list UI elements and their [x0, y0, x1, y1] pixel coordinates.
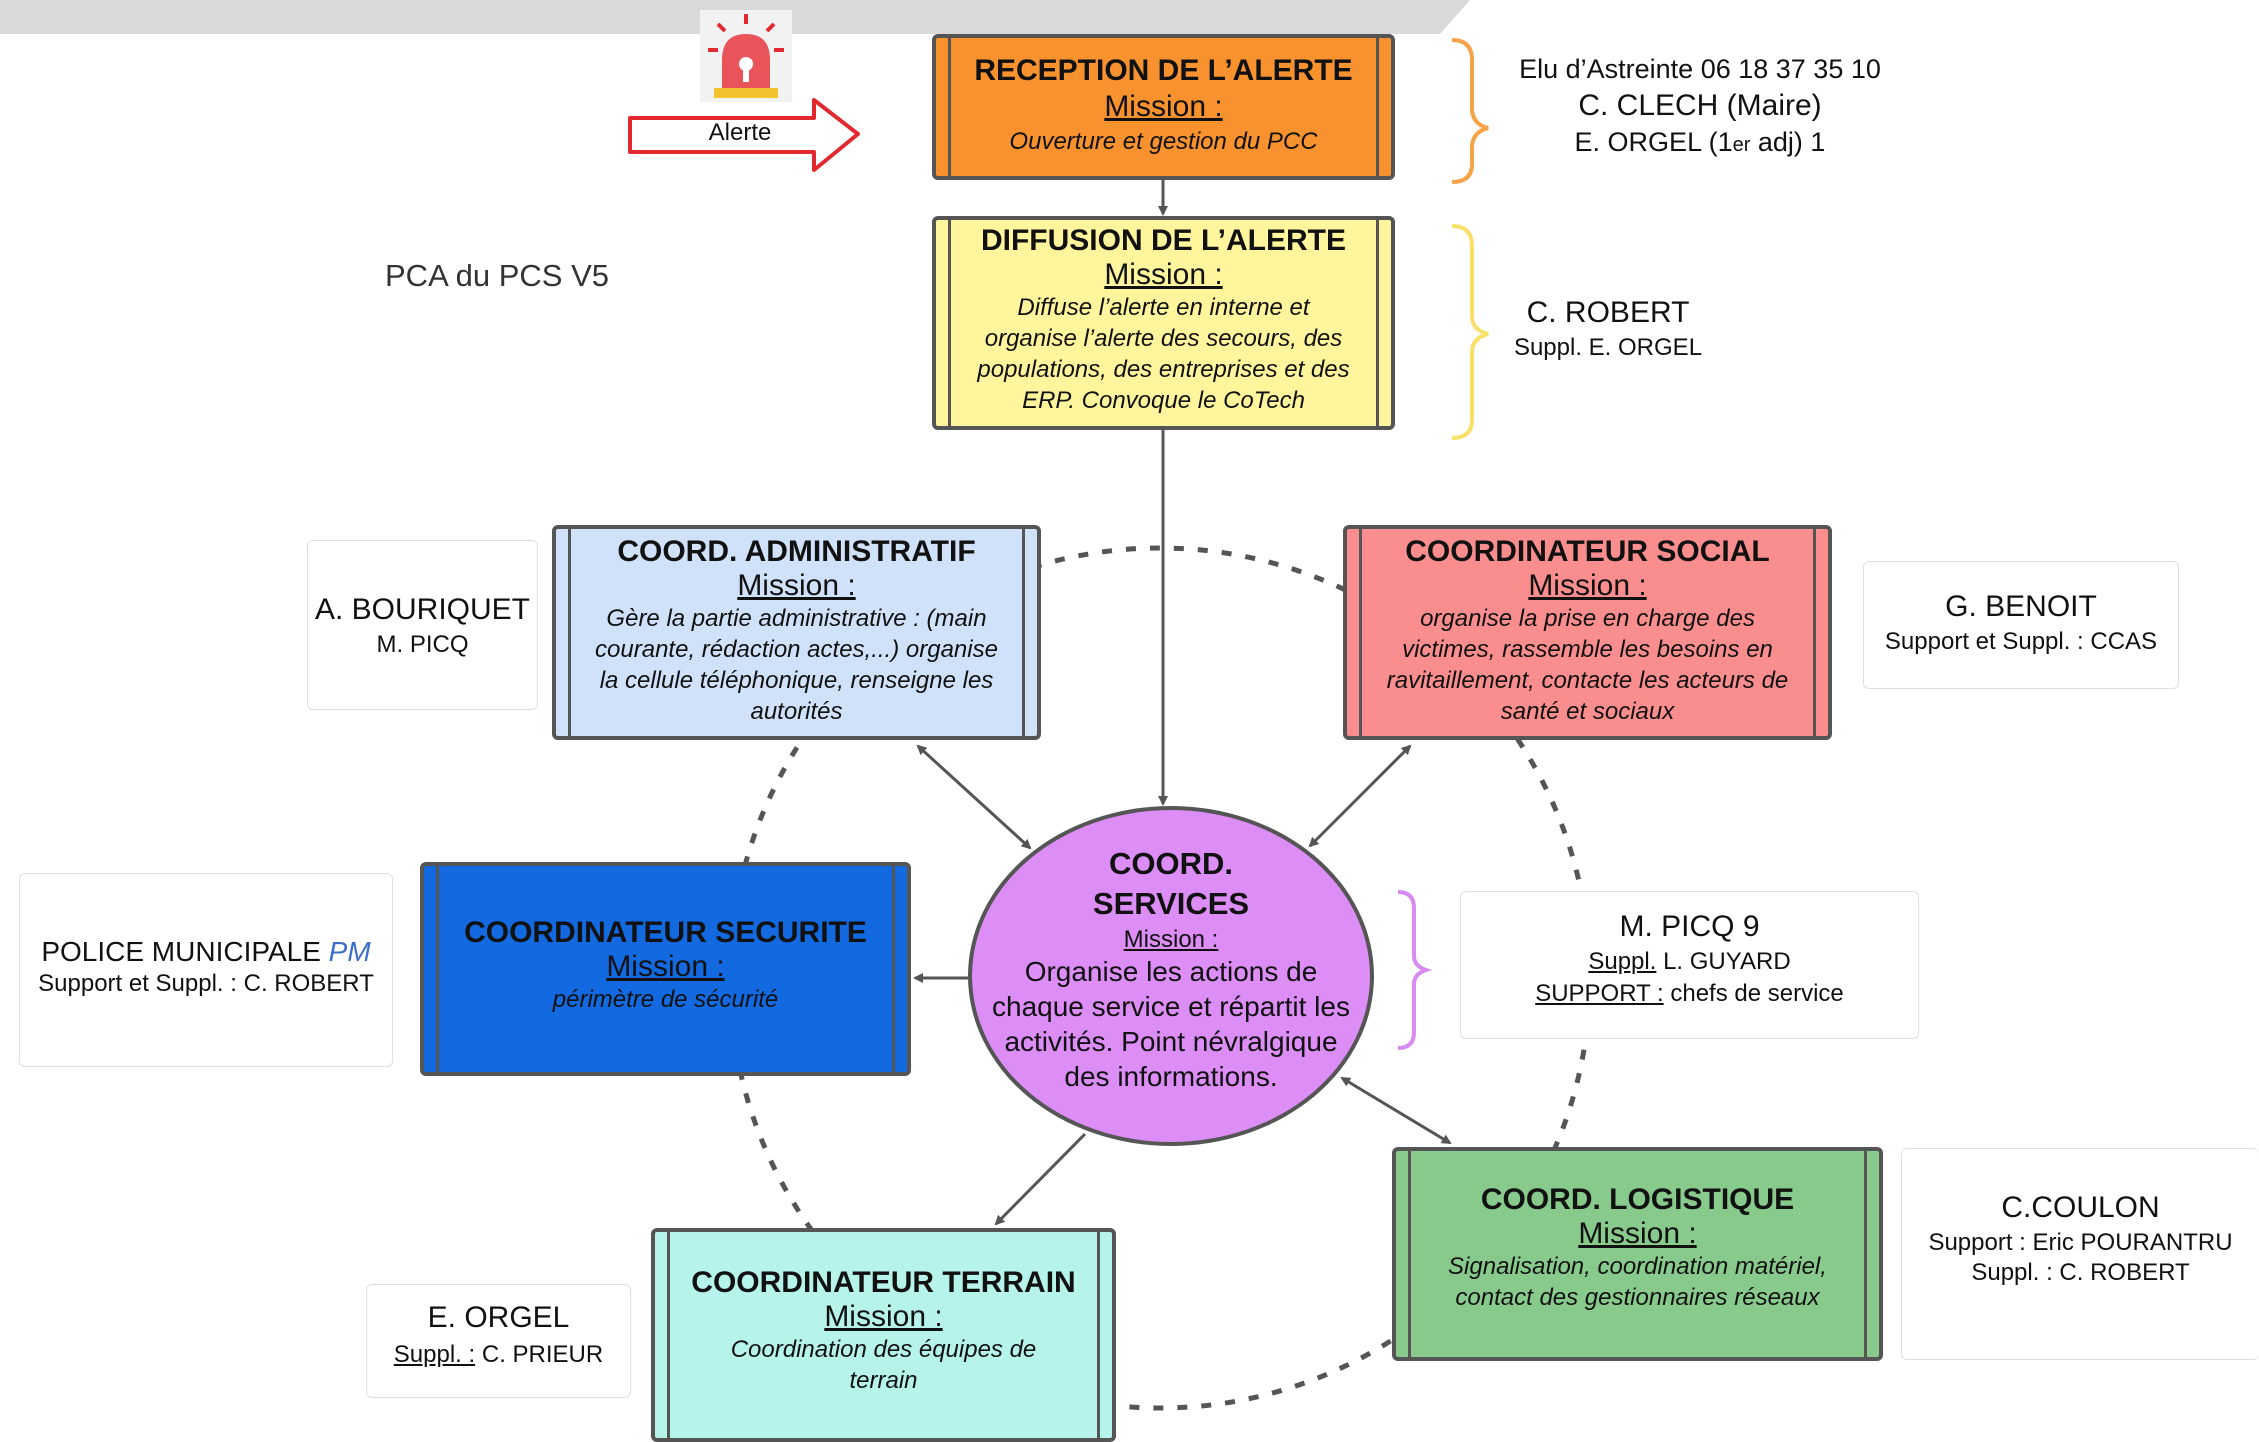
logistique-people-card: C.COULON Support : Eric POURANTRU Suppl.… — [1901, 1148, 2259, 1360]
terrain-mission: Mission : — [824, 1300, 943, 1333]
terrain-people-card: E. ORGEL Suppl. : C. PRIEUR — [366, 1284, 631, 1398]
reception-adj-line: E. ORGEL (1er adj) 1 — [1490, 127, 1910, 158]
terrain-suppl-label: Suppl. : — [393, 1341, 476, 1368]
admin-title: COORD. ADMINISTRATIF — [617, 535, 976, 568]
social-person-sub: Support et Suppl. : CCAS — [1884, 628, 2158, 655]
logistique-desc: Signalisation, coordination matériel, co… — [1448, 1253, 1827, 1311]
reception-people: Elu d’Astreinte 06 18 37 35 10 C. CLECH … — [1490, 54, 1910, 158]
logistique-person-sub1: Support : Eric POURANTRU — [1928, 1229, 2233, 1256]
services-ellipse: COORD. SERVICES Mission : Organise les a… — [968, 806, 1374, 1146]
admin-people-card: A. BOURIQUET M. PICQ — [307, 540, 538, 710]
arrow-social-services — [1308, 744, 1412, 848]
arrow-services-logistique — [1340, 1076, 1452, 1145]
reception-title: RECEPTION DE L’ALERTE — [974, 54, 1353, 87]
terrain-box: COORDINATEUR TERRAIN Mission : Coordinat… — [651, 1228, 1116, 1442]
social-box: COORDINATEUR SOCIAL Mission : organise l… — [1343, 525, 1832, 740]
admin-box: COORD. ADMINISTRATIF Mission : Gère la p… — [552, 525, 1041, 740]
services-support-label: SUPPORT : — [1535, 980, 1664, 1007]
terrain-person-name: E. ORGEL — [427, 1301, 570, 1334]
diffusion-title: DIFFUSION DE L’ALERTE — [980, 224, 1346, 257]
siren-icon — [700, 10, 792, 102]
reception-box: RECEPTION DE L’ALERTE Mission : Ouvertur… — [932, 34, 1395, 180]
diffusion-person-name: C. ROBERT — [1526, 296, 1690, 329]
diffusion-desc: Diffuse l’alerte en interne et organise … — [977, 294, 1350, 414]
terrain-desc: Coordination des équipes de terrain — [730, 1336, 1037, 1394]
securite-mission: Mission : — [606, 950, 725, 983]
securite-people-card: POLICE MUNICIPALE PM Support et Suppl. :… — [19, 873, 393, 1067]
social-mission: Mission : — [1528, 569, 1647, 602]
logistique-title: COORD. LOGISTIQUE — [1480, 1183, 1795, 1216]
alert-arrow-shape — [628, 98, 860, 172]
services-suppl-label: Suppl. — [1588, 948, 1657, 975]
alert-label: Alerte — [708, 119, 772, 146]
services-suppl-line: Suppl. L. GUYARD — [1461, 948, 1918, 976]
arrow-admin-services — [916, 744, 1032, 850]
reception-mission: Mission : — [1104, 90, 1223, 123]
terrain-title: COORDINATEUR TERRAIN — [691, 1266, 1076, 1299]
securite-desc: périmètre de sécurité — [552, 986, 779, 1013]
social-people-card: G. BENOIT Support et Suppl. : CCAS — [1863, 561, 2179, 689]
admin-mission: Mission : — [737, 569, 856, 602]
admin-person-sub: M. PICQ — [376, 631, 469, 658]
reception-maire-line: C. CLECH (Maire) — [1578, 89, 1822, 122]
logistique-person-sub2: Suppl. : C. ROBERT — [1971, 1259, 2190, 1286]
admin-desc: Gère la partie administrative : (main co… — [595, 605, 998, 725]
securite-title: COORDINATEUR SECURITE — [464, 916, 867, 949]
services-person-name: M. PICQ 9 — [1619, 910, 1760, 943]
diffusion-mission: Mission : — [1104, 258, 1223, 291]
reception-elu-line: Elu d’Astreinte 06 18 37 35 10 — [1519, 54, 1881, 84]
brace-services — [1397, 890, 1433, 1050]
securite-box: COORDINATEUR SECURITE Mission : périmètr… — [420, 862, 911, 1076]
services-support-value: chefs de service — [1663, 980, 1844, 1007]
services-mission: Mission : — [1123, 926, 1219, 953]
reception-adj-sup: er — [1732, 134, 1751, 156]
arrow-services-terrain — [994, 1132, 1087, 1226]
terrain-suppl-value: C. PRIEUR — [475, 1341, 604, 1368]
logistique-mission: Mission : — [1578, 1217, 1697, 1250]
diffusion-box: DIFFUSION DE L’ALERTE Mission : Diffuse … — [932, 216, 1395, 430]
brace-diffusion — [1451, 224, 1489, 440]
page-title: PCA du PCS V5 — [385, 258, 610, 293]
admin-person-name: A. BOURIQUET — [314, 593, 531, 626]
services-desc: Organise les actions de chaque service e… — [992, 956, 1350, 1092]
diffusion-people: C. ROBERT Suppl. E. ORGEL — [1498, 296, 1718, 362]
services-support-line: SUPPORT : chefs de service — [1461, 980, 1918, 1008]
services-suppl-value: L. GUYARD — [1656, 948, 1791, 975]
reception-adj-part-a: E. ORGEL (1 — [1574, 127, 1733, 157]
reception-adj-part-b: adj) 1 — [1750, 127, 1826, 157]
securite-person-name: POLICE MUNICIPALE — [41, 936, 321, 967]
securite-person-name-line: POLICE MUNICIPALE PM — [20, 936, 392, 968]
securite-person-sub: Support et Suppl. : C. ROBERT — [38, 970, 374, 997]
social-desc: organise la prise en charge des victimes… — [1386, 605, 1789, 725]
terrain-suppl-line: Suppl. : C. PRIEUR — [367, 1341, 630, 1369]
services-people-card: M. PICQ 9 Suppl. L. GUYARD SUPPORT : che… — [1460, 891, 1919, 1039]
securite-person-pm: PM — [328, 936, 371, 967]
reception-desc: Ouverture et gestion du PCC — [1009, 128, 1318, 155]
services-title-2: SERVICES — [1092, 886, 1250, 921]
social-person-name: G. BENOIT — [1945, 590, 2097, 623]
logistique-person-name: C.COULON — [2001, 1191, 2160, 1224]
social-title: COORDINATEUR SOCIAL — [1405, 535, 1770, 568]
services-title-1: COORD. — [1109, 846, 1233, 881]
diffusion-person-sub: Suppl. E. ORGEL — [1513, 334, 1703, 361]
brace-reception — [1451, 38, 1489, 184]
logistique-box: COORD. LOGISTIQUE Mission : Signalisatio… — [1392, 1147, 1883, 1361]
